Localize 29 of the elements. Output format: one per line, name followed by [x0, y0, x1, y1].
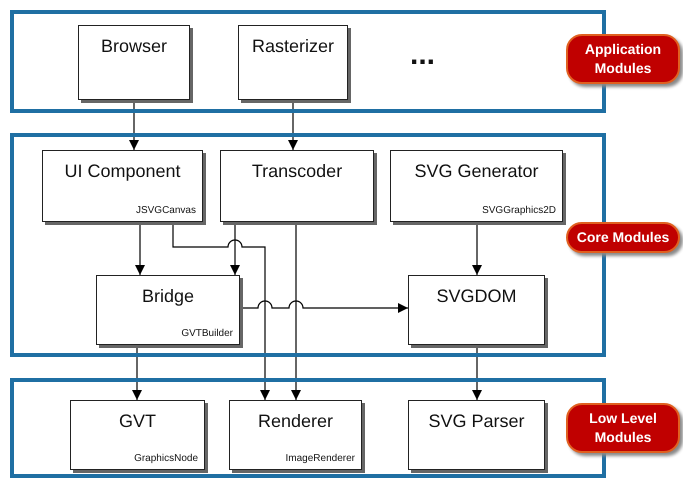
module-box	[220, 150, 374, 222]
module-title: SVGDOM	[435, 286, 518, 307]
module-title: UI Component	[63, 161, 182, 182]
class-name: SVGGraphics2D	[482, 205, 556, 216]
module-box	[238, 25, 348, 100]
module-box	[70, 400, 205, 470]
ellipsis: ...	[410, 38, 436, 72]
module-box	[390, 150, 563, 222]
class-name: ImageRenderer	[286, 453, 355, 464]
layer-badge: Application Modules	[566, 34, 680, 84]
module-title: SVG Generator	[413, 161, 540, 182]
module-box	[78, 25, 190, 100]
module-title: Browser	[100, 36, 168, 57]
module-box	[408, 275, 545, 345]
module-title: Transcoder	[250, 161, 344, 182]
module-box	[42, 150, 203, 222]
class-name: GraphicsNode	[134, 453, 198, 464]
module-title: GVT	[118, 411, 157, 432]
module-box	[229, 400, 362, 470]
module-title: SVG Parser	[427, 411, 526, 432]
class-name: GVTBuilder	[181, 328, 233, 339]
module-title: Bridge	[140, 286, 196, 307]
module-box	[96, 275, 240, 345]
layer-badge: Core Modules	[566, 222, 680, 253]
layer-badge: Low Level Modules	[566, 403, 680, 453]
class-name: JSVGCanvas	[136, 205, 196, 216]
module-title: Rasterizer	[250, 36, 336, 57]
module-box	[408, 400, 545, 470]
module-title: Renderer	[256, 411, 334, 432]
